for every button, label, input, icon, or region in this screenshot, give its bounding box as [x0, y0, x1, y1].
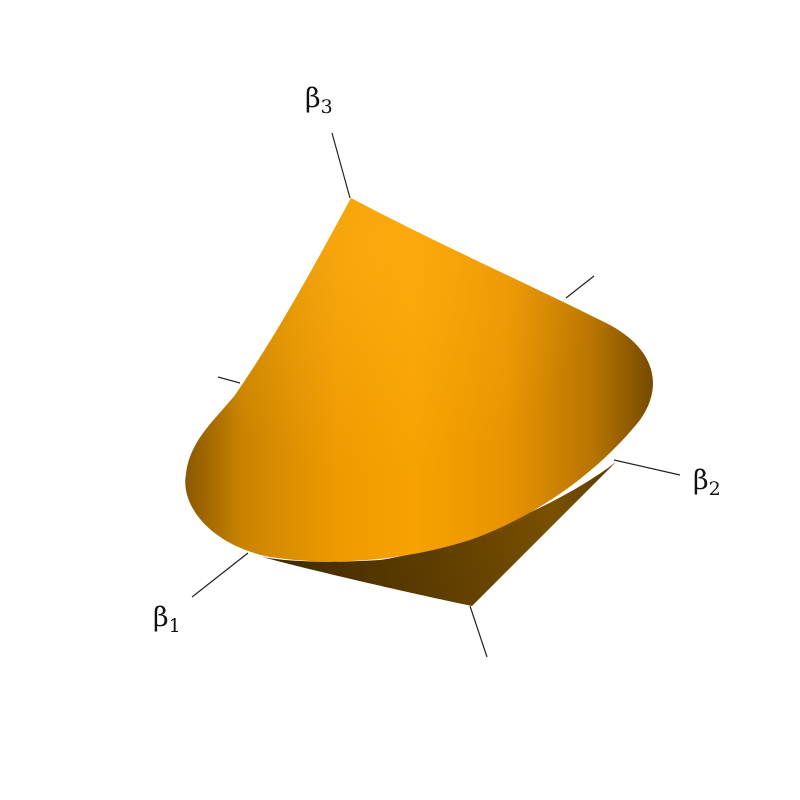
cone-highlight	[185, 198, 653, 562]
axis-label-beta2: β2	[693, 465, 721, 500]
axis-line-beta2	[613, 459, 681, 476]
axis-line-left-tick	[217, 376, 241, 384]
axis-line-bottom	[469, 605, 488, 658]
axis-label-beta3: β3	[305, 83, 333, 118]
axis-label-beta1: β1	[153, 602, 181, 637]
axis-line-beta1	[191, 552, 249, 598]
cone-underside	[262, 462, 616, 606]
axis-line-beta3-top	[331, 132, 351, 199]
axis-lines	[191, 132, 681, 658]
axis-labels: β3 β2 β1	[153, 83, 721, 637]
axis-line-beta2-back-tick	[565, 275, 595, 299]
